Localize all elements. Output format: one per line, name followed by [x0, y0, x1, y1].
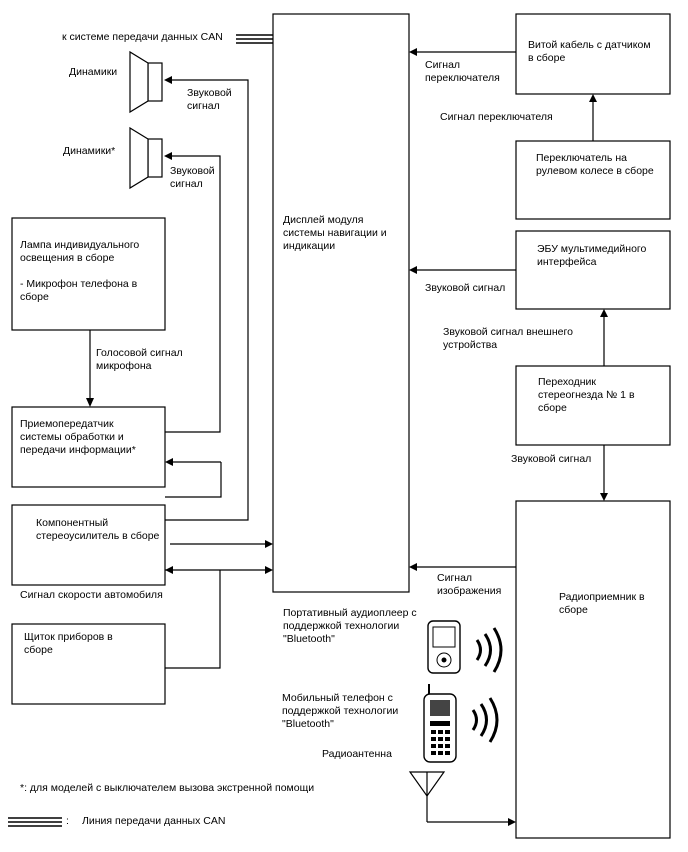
amplifier-box	[11, 504, 166, 586]
radio-box	[515, 500, 671, 839]
bt-phone-label: Мобильный телефон с поддержкой технологи…	[282, 692, 399, 730]
antenna-icon	[408, 771, 516, 826]
antenna-label: Радиоантенна	[322, 748, 392, 760]
lamp-box	[11, 217, 166, 331]
cluster-box	[11, 623, 166, 705]
audio-signal-2-label: Звуковой сигнал	[170, 165, 215, 190]
external-audio-label: Звуковой сигнал внешнего устройства	[443, 326, 573, 351]
radio-label: Радиоприемник в сборе	[559, 591, 645, 616]
display-box	[272, 13, 410, 593]
stereo-jack-label: Переходник стереогнезда № 1 в сборе	[538, 376, 635, 414]
speakers-1-label: Динамики	[69, 66, 118, 78]
footnote: *: для моделей с выключателем вызова экс…	[20, 782, 315, 794]
audio-signal-jack-label: Звуковой сигнал	[511, 453, 592, 465]
speaker-icon	[129, 50, 163, 114]
twisted-cable-box	[515, 13, 671, 95]
stereo-jack-box	[515, 365, 671, 446]
steering-switch-label: Переключатель на рулевом колесе в сборе	[536, 152, 654, 177]
audio-player-icon	[427, 620, 461, 674]
mic-voice-label: Голосовой сигнал микрофона	[96, 347, 183, 372]
vehicle-speed-label: Сигнал скорости автомобиля	[20, 589, 163, 601]
legend-text: Линия передачи данных CAN	[82, 815, 226, 827]
can-system-label: к системе передачи данных CAN	[62, 31, 223, 43]
transceiver-box	[11, 406, 166, 488]
switch-signal-2-label: Сигнал переключателя	[440, 111, 553, 123]
audio-signal-ecu-label: Звуковой сигнал	[425, 282, 506, 294]
lamp-label: Лампа индивидуального освещения в сборе …	[20, 239, 140, 303]
can-bus-lines	[236, 34, 273, 44]
multimedia-ecu-label: ЭБУ мультимедийного интерфейса	[537, 243, 647, 268]
bt-player-label: Портативный аудиоплеер с поддержкой техн…	[283, 607, 417, 645]
legend-can-lines	[8, 817, 62, 827]
twisted-cable-label: Витой кабель с датчиком в сборе	[528, 39, 651, 64]
mobile-phone-icon	[423, 684, 457, 763]
wireless-waves-icon	[475, 627, 503, 673]
legend-marker: :	[66, 815, 69, 827]
multimedia-ecu-box	[515, 230, 671, 310]
audio-signal-1-label: Звуковой сигнал	[187, 87, 232, 112]
speakers-2-label: Динамики*	[63, 145, 116, 157]
wireless-waves-icon	[471, 697, 499, 743]
amplifier-label: Компонентный стереоусилитель в сборе	[36, 517, 160, 542]
switch-signal-1-label: Сигнал переключателя	[425, 59, 500, 84]
speaker-icon	[129, 126, 163, 190]
transceiver-label: Приемопередатчик системы обработки и пер…	[20, 418, 136, 456]
image-signal-label: Сигнал изображения	[437, 572, 502, 597]
cluster-label: Щиток приборов в сборе	[24, 631, 113, 656]
display-label: Дисплей модуля системы навигации и индик…	[283, 214, 387, 252]
